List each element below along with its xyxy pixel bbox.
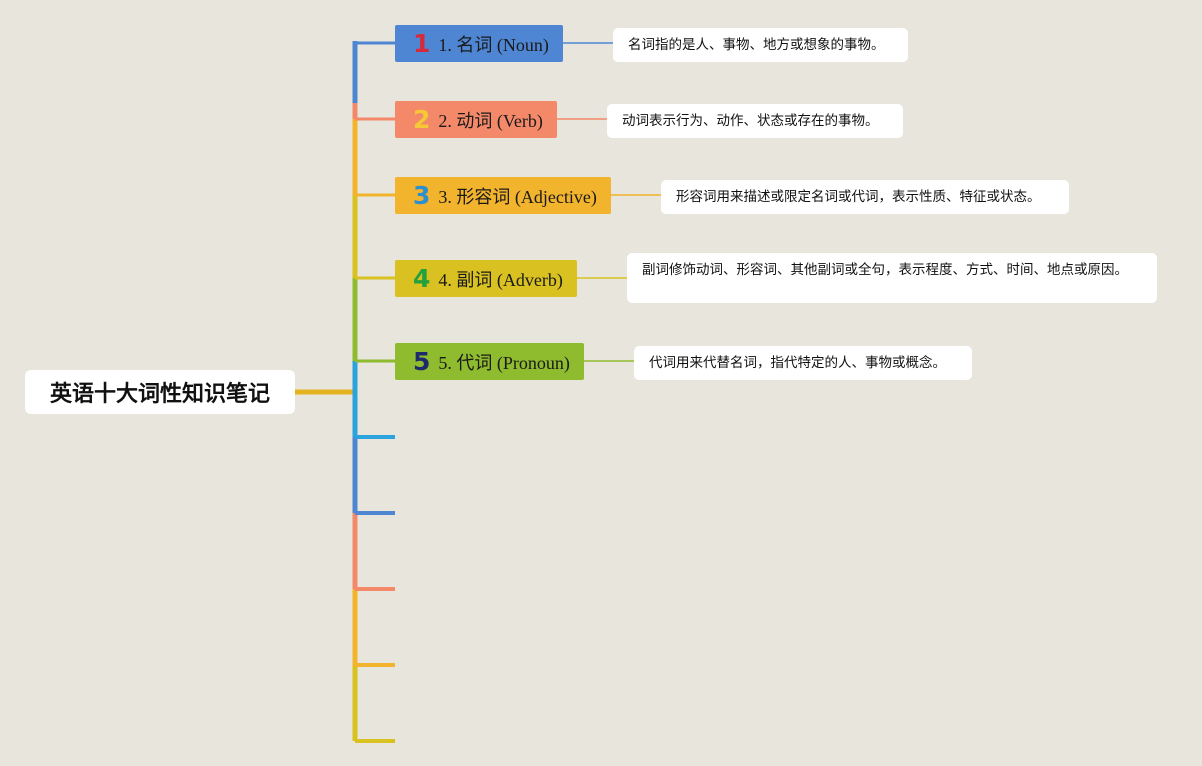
branch-adjective[interactable]: 3 3. 形容词 (Adjective): [395, 177, 611, 214]
branch-pronoun[interactable]: 5 5. 代词 (Pronoun): [395, 343, 584, 380]
note-adjective[interactable]: 形容词用来描述或限定名词或代词，表示性质、特征或状态。: [661, 180, 1069, 214]
note-text: 动词表示行为、动作、状态或存在的事物。: [622, 113, 879, 129]
note-pronoun[interactable]: 代词用来代替名词，指代特定的人、事物或概念。: [634, 346, 972, 380]
root-topic[interactable]: 英语十大词性知识笔记: [25, 370, 295, 414]
branch-label: 4. 副词 (Adverb): [438, 269, 563, 290]
branch-noun[interactable]: 1 1. 名词 (Noun): [395, 25, 563, 62]
number-two-icon: 2: [413, 105, 431, 134]
note-text: 代词用来代替名词，指代特定的人、事物或概念。: [649, 355, 946, 371]
note-text: 形容词用来描述或限定名词或代词，表示性质、特征或状态。: [676, 189, 1041, 205]
note-text: 副词修饰动词、形容词、其他副词或全句，表示程度、方式、时间、地点或原因。: [642, 262, 1128, 278]
branch-label: 3. 形容词 (Adjective): [438, 186, 597, 207]
note-adverb[interactable]: 副词修饰动词、形容词、其他副词或全句，表示程度、方式、时间、地点或原因。: [627, 253, 1157, 303]
branch-label: 5. 代词 (Pronoun): [438, 352, 570, 373]
branch-label: 1. 名词 (Noun): [438, 34, 549, 55]
branch-adverb[interactable]: 4 4. 副词 (Adverb): [395, 260, 577, 297]
number-three-icon: 3: [413, 181, 431, 210]
branch-verb[interactable]: 2 2. 动词 (Verb): [395, 101, 557, 138]
branch-label: 2. 动词 (Verb): [438, 110, 543, 131]
note-text: 名词指的是人、事物、地方或想象的事物。: [628, 37, 885, 53]
number-four-icon: 4: [413, 264, 431, 293]
root-topic-title: 英语十大词性知识笔记: [49, 382, 270, 407]
number-five-icon: 5: [413, 347, 431, 376]
number-one-icon: 1: [413, 29, 431, 58]
note-noun[interactable]: 名词指的是人、事物、地方或想象的事物。: [613, 28, 908, 62]
note-verb[interactable]: 动词表示行为、动作、状态或存在的事物。: [607, 104, 903, 138]
